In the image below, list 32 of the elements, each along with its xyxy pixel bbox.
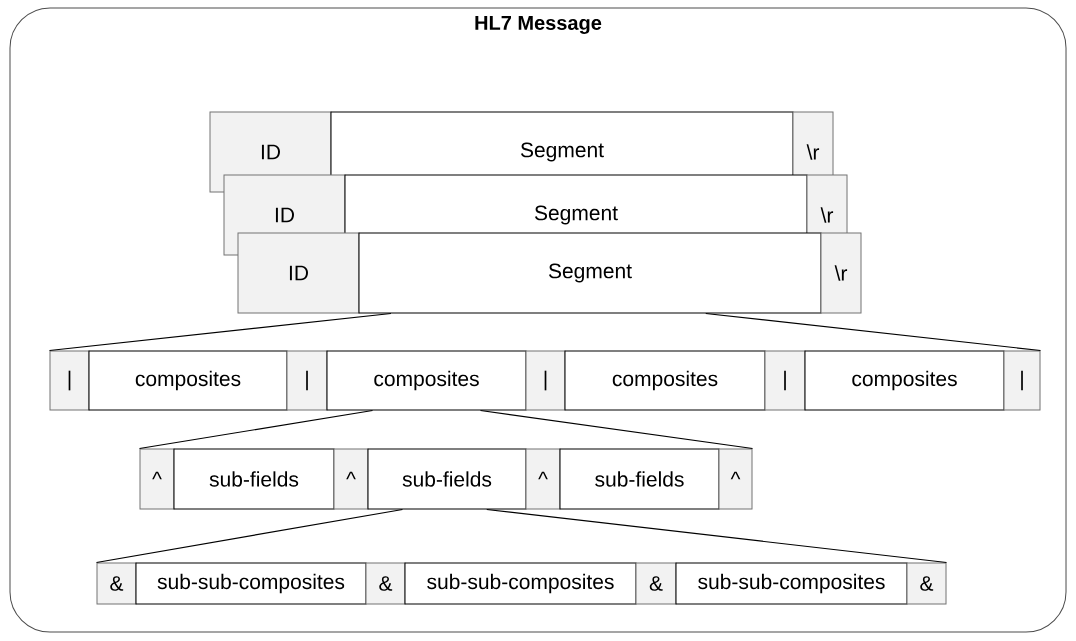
delimiter-box: | [764,350,806,411]
delimiter-box: | [525,350,566,411]
delimiter-box: | [1003,350,1041,411]
field-box: composites [564,350,766,411]
delimiter-box: ^ [525,448,561,510]
delimiter-box: \r [820,232,862,314]
field-box: sub-sub-composites [404,562,637,605]
connector-line [486,508,948,564]
field-box: Segment [358,232,822,314]
field-box: sub-fields [173,448,335,510]
field-box: sub-sub-composites [135,562,367,605]
connector-line [705,312,1042,352]
delimiter-box: | [286,350,328,411]
field-box: composites [804,350,1005,411]
delimiter-box: & [906,562,947,605]
delimiter-box: ID [237,232,360,314]
field-box: sub-sub-composites [675,562,908,605]
delimiter-box: ^ [139,448,175,510]
connector-line [479,409,754,450]
delimiter-box: ^ [333,448,369,510]
field-box: composites [326,350,527,411]
connector-line [95,508,404,564]
delimiter-box: & [365,562,406,605]
connector-line [138,409,374,450]
delimiter-box: & [96,562,137,605]
field-box: sub-fields [367,448,527,510]
delimiter-box: & [635,562,677,605]
delimiter-box: | [49,350,90,411]
field-box: sub-fields [559,448,720,510]
delimiter-box: ^ [718,448,753,510]
field-box: composites [88,350,288,411]
connector-line [48,312,392,352]
